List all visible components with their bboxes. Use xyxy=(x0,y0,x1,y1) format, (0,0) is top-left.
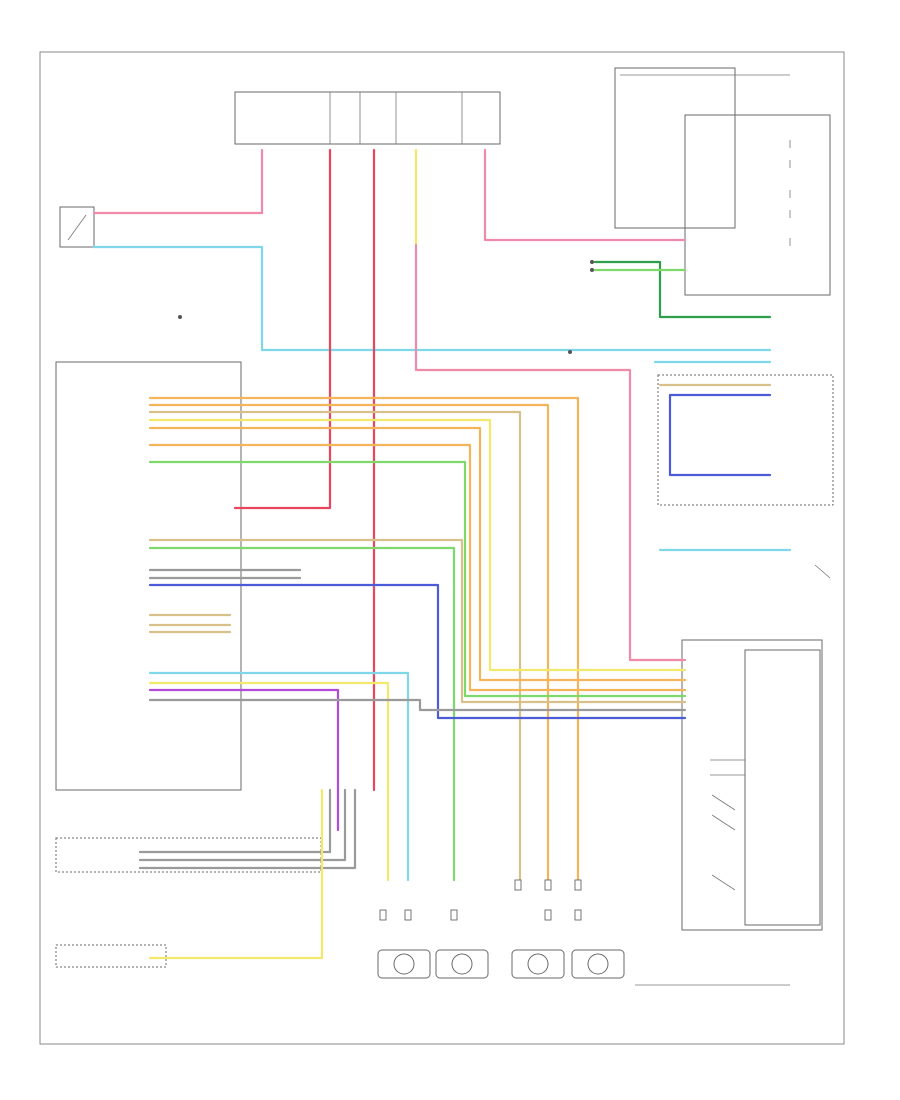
splice-dot xyxy=(590,268,594,272)
brake-fluid-switch xyxy=(55,944,167,968)
wire-pink-cluster xyxy=(483,148,687,242)
wheel-speed-sensor-lr xyxy=(511,949,565,979)
wire-orange-2 xyxy=(148,403,550,882)
wire-gray-3 xyxy=(148,698,687,712)
wire-orange-1 xyxy=(148,396,580,882)
connector-mark xyxy=(544,879,552,891)
wire-gray-yaw-1 xyxy=(138,788,332,854)
wire-orange-3 xyxy=(148,426,687,682)
connector-mark xyxy=(514,879,522,891)
wire-gray-yaw-3 xyxy=(138,788,357,870)
electronic-brake-control-module xyxy=(55,361,242,791)
wire-light-blue-2 xyxy=(148,671,410,882)
wheel-speed-sensor-rr xyxy=(571,949,625,979)
wire-tan-1 xyxy=(148,410,522,882)
connector-mark xyxy=(574,909,582,921)
traction-control-switch xyxy=(657,374,834,506)
wire-red-ebcm xyxy=(233,148,332,510)
wire-gray-yaw-2 xyxy=(138,788,347,862)
wire-blue-tc xyxy=(668,393,772,477)
wire-orange-4 xyxy=(148,443,687,692)
connector-mark xyxy=(379,909,387,921)
cluster-inner xyxy=(684,114,831,296)
wire-light-green-2 xyxy=(148,546,456,882)
wire-yellow-2 xyxy=(148,681,390,882)
wire-tan-2 xyxy=(148,538,687,704)
steering-angle-sensor xyxy=(744,649,821,926)
connector-mark xyxy=(450,909,458,921)
splice-dot xyxy=(178,315,182,319)
wire-pink-long xyxy=(414,243,687,662)
wire-light-green-1 xyxy=(148,460,687,698)
splice-dot xyxy=(590,260,594,264)
diagram-frame xyxy=(39,51,845,1045)
wheel-speed-sensor-lf xyxy=(377,949,431,979)
wire-light-blue-brake xyxy=(92,245,772,352)
splice-dot xyxy=(568,350,572,354)
connector-mark xyxy=(574,879,582,891)
brake-pedal-switch xyxy=(59,206,95,248)
connector-mark xyxy=(404,909,412,921)
connector-mark xyxy=(544,909,552,921)
wire-yellow-1 xyxy=(148,418,687,672)
wire-pink-brake-switch xyxy=(92,148,264,215)
wire-yellow-fluid xyxy=(148,788,324,960)
steering-column-module xyxy=(681,639,823,931)
wire-purple-1 xyxy=(148,688,340,832)
wheel-speed-sensor-rf xyxy=(435,949,489,979)
instrument-panel-cluster xyxy=(614,67,736,229)
wire-blue-1 xyxy=(148,583,687,720)
wire-dark-green-cluster xyxy=(593,260,772,319)
fuse-block xyxy=(234,91,501,145)
